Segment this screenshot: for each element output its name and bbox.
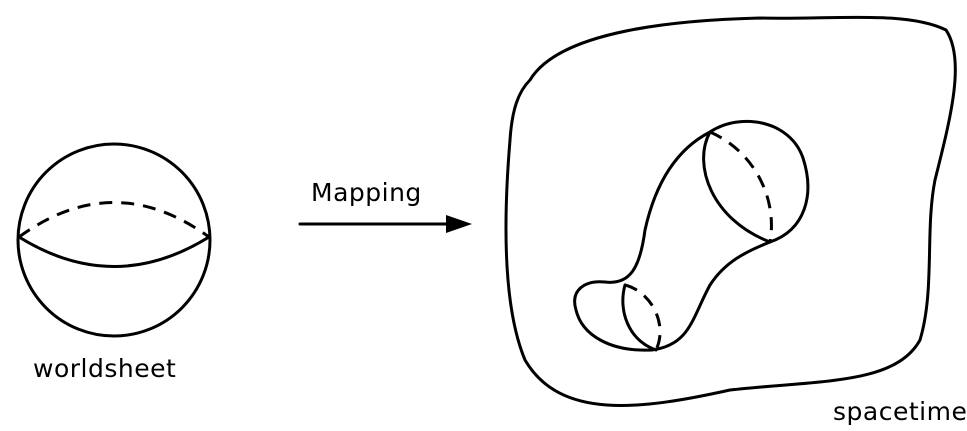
spacetime-label: spacetime: [833, 397, 967, 427]
sphere-equator-back-dashed: [19, 203, 209, 238]
arrow-head: [446, 215, 472, 233]
spacetime-region: [506, 17, 955, 405]
mapping-label: Mapping: [311, 178, 422, 208]
embedded-surface-outline: [575, 121, 808, 350]
sphere-equator-front: [19, 237, 209, 267]
worldsheet-label: worldsheet: [33, 354, 176, 384]
lower-cross-section-back-dashed: [625, 285, 660, 350]
sphere-outline: [18, 144, 210, 336]
embedded-worldsheet: [575, 121, 808, 350]
worldsheet-sphere: [18, 144, 210, 336]
mapping-arrow: [300, 215, 472, 233]
spacetime-boundary: [506, 17, 955, 405]
lower-cross-section-front: [623, 285, 656, 350]
